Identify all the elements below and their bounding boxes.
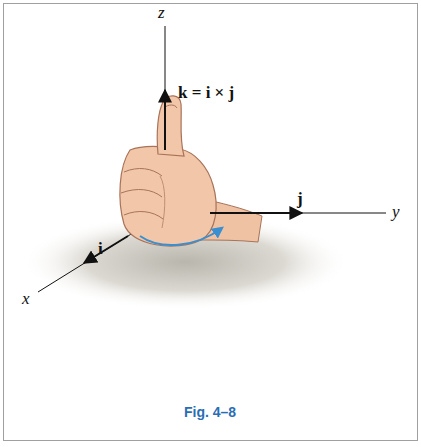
knuckle-line xyxy=(160,176,165,228)
thumb xyxy=(157,96,184,156)
finger-crease xyxy=(124,169,162,176)
fist xyxy=(120,147,216,247)
k-vector xyxy=(164,90,166,150)
i-vector xyxy=(84,236,128,263)
axis-label: y xyxy=(392,203,400,222)
j-vector xyxy=(210,212,302,214)
vector-label: j xyxy=(297,190,303,209)
vector-equation: k = i × j xyxy=(178,84,234,103)
figure-caption: Fig. 4–8 xyxy=(184,404,236,420)
finger-crease xyxy=(124,212,163,219)
figure-frame xyxy=(4,4,418,441)
vector-label: i xyxy=(98,240,103,259)
axis-label: x xyxy=(22,290,30,309)
axis-label: z xyxy=(158,4,165,23)
curl-arrow xyxy=(140,228,222,245)
finger-crease xyxy=(121,190,162,197)
